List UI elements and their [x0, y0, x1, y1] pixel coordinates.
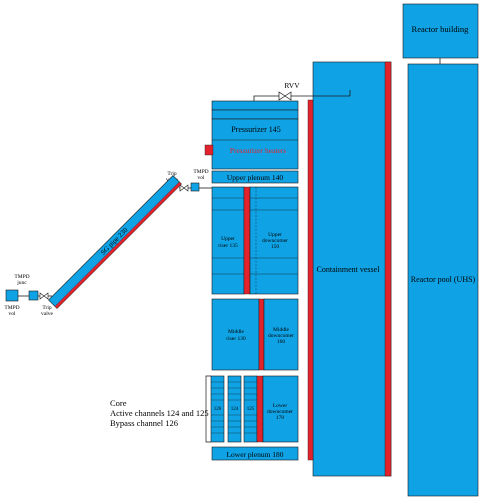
active-channels-label: Active channels 124 and 125 — [110, 408, 209, 418]
tmpd-vol-right-box — [190, 182, 200, 192]
trip-valve-left-icon — [39, 292, 49, 300]
core-channel-124 — [227, 375, 242, 443]
lower-downcomer-wall-red — [256, 375, 264, 443]
upper-downcomer-label-3: 150 — [271, 244, 280, 250]
tmpd-junc-label-2: junc — [16, 280, 27, 286]
rvv-label: RVV — [284, 81, 300, 90]
pressurizer-dome-upper — [211, 100, 299, 111]
channel-126-label: 126 — [214, 407, 222, 412]
upper-riser-wall-red — [243, 186, 251, 295]
lower-plenum-box — [211, 446, 299, 461]
sg-pipe-230: SG pipe 230 — [48, 175, 182, 309]
pressurizer-dome-lower — [211, 109, 299, 120]
pressurizer-box — [211, 118, 299, 170]
pressurizer-heater-red — [204, 144, 214, 156]
trip-valve-left-label-1: Trip — [42, 305, 52, 311]
tmpd-vol-right-label-2: vol — [197, 175, 205, 181]
tmpd-vol-left-label-2: vol — [8, 311, 16, 317]
middle-riser-box — [211, 298, 260, 371]
sg-pipe-label: SG pipe 230 — [99, 226, 130, 257]
middle-downcomer-label-3: 160 — [277, 339, 286, 345]
middle-riser-wall-red — [258, 298, 265, 371]
upper-riser-label-1: Upper — [221, 236, 235, 242]
channel-124-label: 124 — [231, 407, 239, 412]
tmpd-vol-right-label-1: TMPD — [193, 169, 208, 175]
pressurizer-label: Pressurizer 145 — [231, 125, 281, 134]
trip-valve-right-label-1: Trip — [167, 171, 177, 177]
containment-vessel-box — [312, 61, 392, 477]
pressurizer-heaters-label: Pressurizer heaters — [230, 146, 287, 155]
middle-downcomer-box — [263, 298, 299, 371]
upper-downcomer-stack — [249, 186, 299, 295]
trip-valve-right-icon — [179, 184, 189, 192]
lower-downcomer-label-2: downcomer — [267, 409, 293, 415]
core-channel-126 — [210, 375, 225, 443]
tmpd-junc-label-1: TMPD — [14, 274, 29, 280]
tmpd-vol-left-box — [5, 289, 19, 302]
upper-riser-label-2: riser 135 — [218, 243, 238, 249]
middle-downcomer-label-2: downcomer — [268, 333, 294, 339]
rvv-line — [253, 95, 279, 101]
reactor-building-box — [402, 3, 479, 59]
containment-wall-red — [384, 61, 392, 477]
reactor-pool-label: Reactor pool (UHS) — [411, 275, 476, 284]
lower-downcomer-label-3: 170 — [276, 415, 285, 421]
upper-riser-stack — [211, 186, 245, 295]
upper-plenum-box — [211, 170, 299, 184]
bypass-channel-label: Bypass channel 126 — [110, 418, 178, 428]
upper-downcomer-label-2: downcomer — [262, 238, 288, 244]
core-bracket — [205, 375, 211, 443]
lower-downcomer-box — [262, 375, 299, 443]
upper-plenum-label: Upper plenum 140 — [227, 173, 283, 182]
reactor-pool-box — [407, 63, 479, 497]
middle-downcomer-label-1: Middle — [273, 327, 289, 333]
middle-riser-label-1: Middle — [228, 329, 244, 335]
core-label: Core — [110, 398, 127, 408]
channel-125-label: 125 — [247, 407, 255, 412]
containment-vessel-label: Containment vessel — [317, 265, 381, 274]
reactor-building-label: Reactor building — [412, 24, 470, 34]
tmpd-vol-left-label-1: TMPD — [4, 305, 19, 311]
lower-downcomer-label-1: Lower — [273, 403, 288, 409]
rvv-valve-icon — [278, 91, 292, 101]
reactor-vessel-wall-red — [307, 99, 314, 461]
middle-riser-label-2: riser 130 — [226, 336, 246, 342]
upper-downcomer-label-1: Upper — [268, 232, 282, 238]
trip-valve-left-label-2: valve — [41, 311, 53, 317]
tmpd-junc-box — [28, 290, 39, 301]
lower-plenum-label: Lower plenum 180 — [226, 450, 283, 459]
